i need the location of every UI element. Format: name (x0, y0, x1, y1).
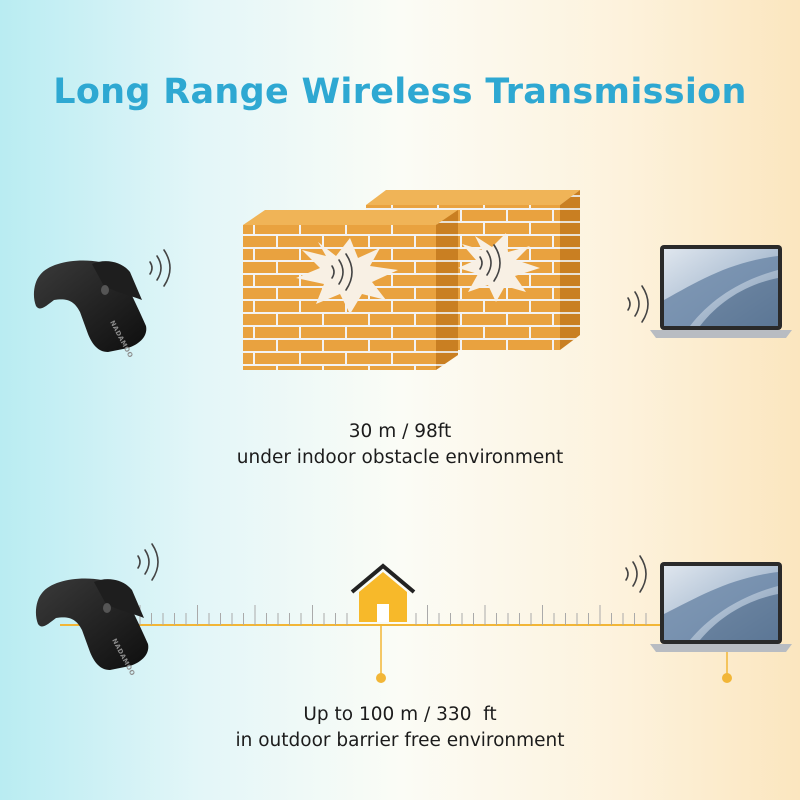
outdoor-environment: in outdoor barrier free environment (235, 730, 565, 751)
indoor-environment: under indoor obstacle environment (236, 447, 564, 468)
outdoor-distance: Up to 100 m / 330 ft (303, 704, 497, 725)
indoor-caption: 30 m / 98ft under indoor obstacle enviro… (0, 419, 800, 471)
house-icon (350, 563, 416, 622)
brick-wall-icon (243, 190, 580, 370)
outdoor-caption: Up to 100 m / 330 ft in outdoor barrier … (0, 702, 800, 754)
indoor-distance: 30 m / 98ft (348, 421, 452, 442)
wifi-signal-icon (627, 285, 649, 323)
wifi-signal-icon (137, 543, 159, 581)
wifi-signal-icon (331, 244, 501, 291)
laptop-icon (650, 562, 792, 652)
laptop-icon (650, 245, 792, 338)
barcode-scanner-icon: NADAMOO (33, 260, 147, 359)
page-title: Long Range Wireless Transmission (53, 72, 747, 112)
wifi-signal-icon (625, 555, 647, 593)
wifi-signal-icon (149, 249, 171, 287)
barcode-scanner-icon: NADAMOO (35, 578, 149, 677)
